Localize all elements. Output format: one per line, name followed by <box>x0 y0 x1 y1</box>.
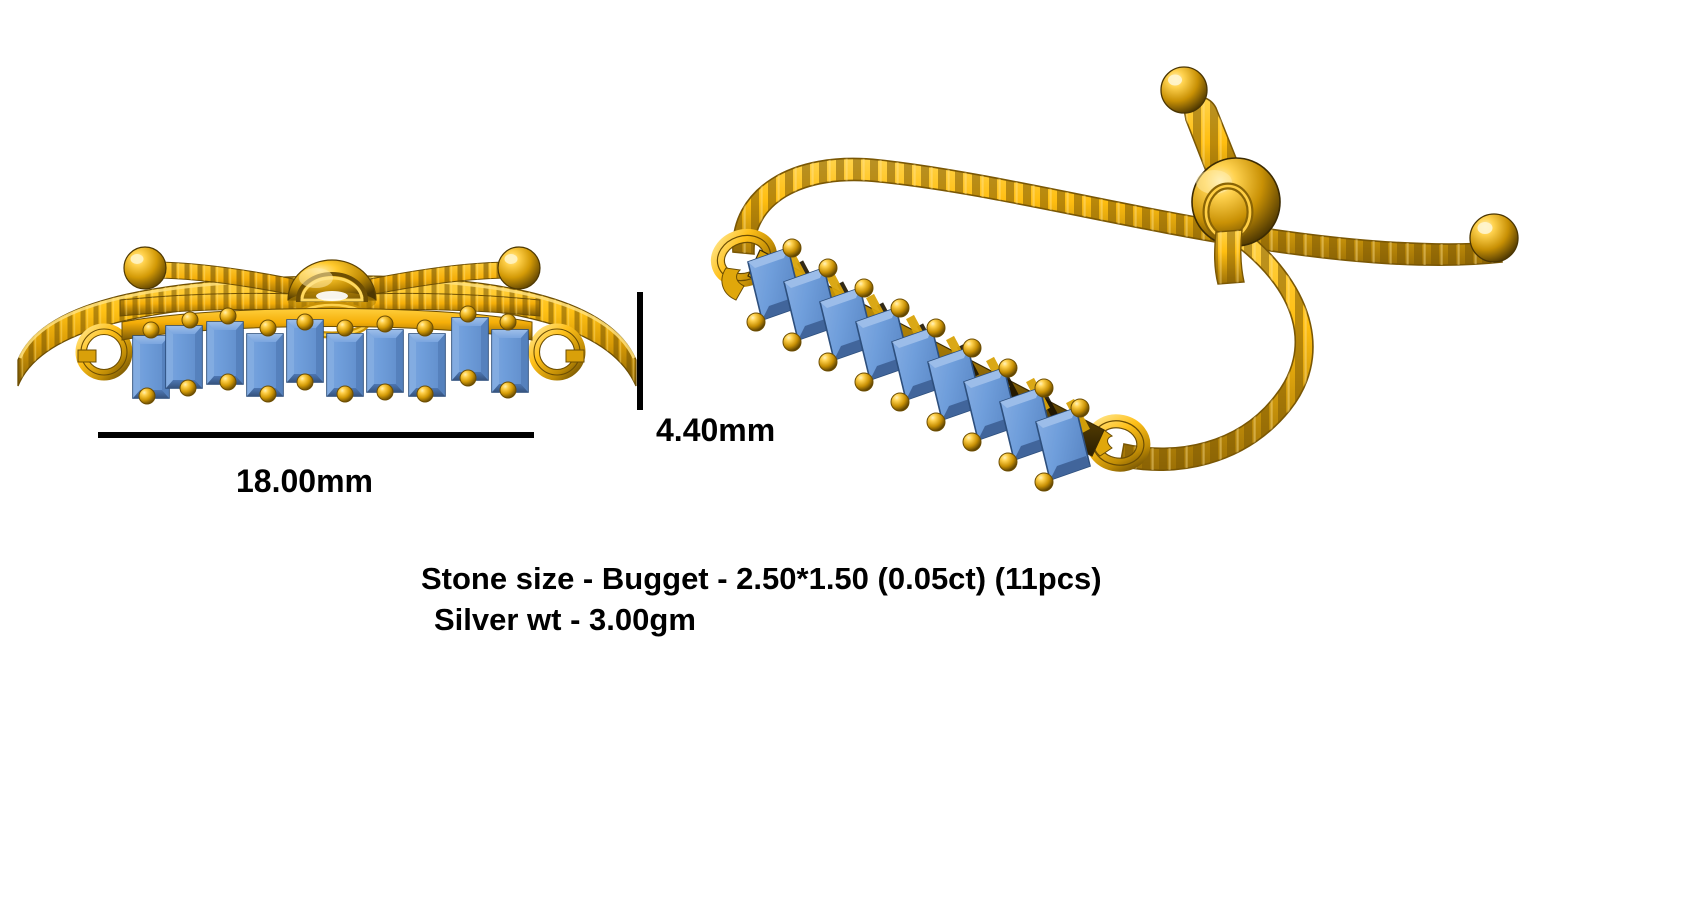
stone-baguette <box>326 333 364 397</box>
dimension-height-label: 4.40mm <box>656 412 775 448</box>
perspective-jump-ring-left <box>710 228 778 301</box>
stone-baguette <box>366 329 404 393</box>
spec-line-stone-size: Stone size - Bugget - 2.50*1.50 (0.05ct)… <box>421 561 1102 596</box>
stone-baguette <box>1035 406 1091 482</box>
perspective-stone-row <box>747 246 1091 482</box>
dimension-width-label: 18.00mm <box>236 463 373 499</box>
front-jump-ring-right <box>528 323 586 381</box>
stone-baguette <box>286 319 324 383</box>
front-terminal-ball-left <box>123 246 167 290</box>
front-terminal-ball-right <box>497 246 541 290</box>
stone-baguette <box>165 325 203 389</box>
perspective-terminal-ball-right <box>1469 213 1519 263</box>
perspective-slider-bead <box>1191 157 1281 285</box>
stone-baguette <box>491 329 529 393</box>
perspective-prong-beads <box>746 238 1090 492</box>
stone-baguette <box>963 366 1019 442</box>
front-jump-ring-left <box>75 323 133 381</box>
front-prong-beads <box>138 305 517 405</box>
spec-line-metal-weight: Silver wt - 3.00gm <box>434 602 696 637</box>
perspective-upper-chain <box>732 157 1503 266</box>
